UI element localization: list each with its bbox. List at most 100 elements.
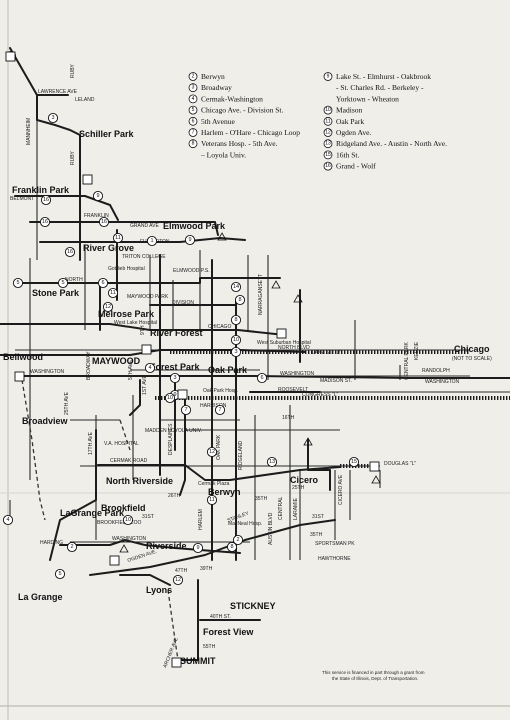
- terminal-markers: [119, 232, 381, 553]
- place-elmwood-sc: ELMWOOD P.S.: [173, 268, 210, 274]
- legend-route-name: Grand - Wolf: [336, 162, 376, 171]
- town-labels: Schiller Park Franklin Park River Grove …: [3, 129, 490, 666]
- legend-route-badge: [188, 128, 198, 137]
- route-badge-circle: [54, 568, 66, 580]
- legend-route-badge: [188, 83, 198, 93]
- route-badge-number: 9: [196, 545, 199, 551]
- town-north-riverside: North Riverside: [106, 476, 173, 486]
- route-badge-number: 1: [150, 238, 153, 244]
- legend-route-name: – Loyola Univ.: [200, 150, 246, 159]
- route-number-badge: 16: [39, 216, 51, 228]
- route-badge-number: 3: [51, 115, 54, 121]
- street-hawthorne: HAWTHORNE: [318, 556, 351, 562]
- route-number-badge: 5: [54, 568, 66, 580]
- route-badge-number: 5: [16, 280, 19, 286]
- legend-route-name: Broadway: [201, 83, 232, 92]
- town-maywood: MAYWOOD: [92, 356, 141, 366]
- town-river-forest: River Forest: [150, 328, 203, 338]
- town-cicero: Cicero: [290, 475, 319, 485]
- street-39th: 39TH: [200, 566, 213, 572]
- route-badge-circle: [122, 514, 134, 526]
- town-schiller-park: Schiller Park: [79, 129, 135, 139]
- route-badge-circle: [184, 234, 196, 246]
- route-number-badge: 6: [256, 372, 268, 384]
- route-badge-circle: [169, 372, 181, 384]
- legend-route-number: 12: [325, 130, 331, 136]
- town-broadview: Broadview: [22, 416, 69, 426]
- legend-route-number: 10: [325, 107, 331, 113]
- route-badge-circle: [40, 194, 52, 206]
- route-number-badge: 10: [164, 392, 176, 404]
- terminal-box: [109, 555, 120, 566]
- route-badge-number: 7: [184, 407, 187, 413]
- place-loyola: MADDEN LOYOLA UNIV.: [145, 428, 202, 434]
- street-31st: 31ST: [142, 514, 154, 520]
- place-macneal: MacNeal Hosp.: [228, 521, 262, 527]
- terminal-box: [14, 371, 25, 382]
- legend-route-number: 5: [192, 107, 195, 113]
- street-ogden: OGDEN AVE.: [127, 549, 158, 564]
- town-riverside: Riverside: [146, 541, 187, 551]
- route-number-badge: 6: [97, 277, 109, 289]
- route-badge-circle: [348, 456, 360, 468]
- route-number-badge: 16: [64, 246, 76, 258]
- town-bellwood: Bellwood: [3, 352, 43, 362]
- street-congress-l: CONGRESS "L": [302, 392, 339, 398]
- route-number-badge: 11: [112, 232, 124, 244]
- route-number-badge: 15: [348, 456, 360, 468]
- place-maywood-park: MAYWOOD PARK: [127, 294, 169, 300]
- street-sportsman: SPORTSMAN PK: [315, 541, 355, 547]
- route-number-badge: 12: [102, 301, 114, 313]
- terminal-triangle: [371, 475, 381, 484]
- route-badge-number: 14: [233, 284, 239, 290]
- legend-route-badge: [188, 72, 198, 81]
- town-franklin-park: Franklin Park: [12, 185, 70, 195]
- place-gottlieb-hospital: Gottlieb Hospital: [108, 266, 145, 272]
- route-badge-circle: [226, 541, 238, 553]
- terminal-triangle: [271, 280, 281, 289]
- town-stone-park: Stone Park: [32, 288, 80, 298]
- street-25th-ave: 25TH AVE: [64, 391, 70, 415]
- street-31st-2: 31ST: [312, 514, 324, 520]
- route-number-badge: 10: [122, 514, 134, 526]
- route-badge-circle: [39, 216, 51, 228]
- street-17th-ave: 17TH AVE: [88, 431, 94, 455]
- route-badge-number: 5: [58, 571, 61, 577]
- street-lake-st-l: LAKE ST. "L": [312, 350, 341, 356]
- route-badge-circle: [98, 216, 110, 228]
- route-number-badge: 11: [107, 287, 119, 299]
- route-badge-number: 8: [238, 297, 241, 303]
- route-number-badge: 7: [214, 404, 226, 416]
- route-badge-circle: [230, 281, 242, 293]
- town-elmwood-park: Elmwood Park: [163, 221, 226, 231]
- legend-route-name: Madison: [336, 106, 363, 115]
- town-lyons: Lyons: [146, 585, 172, 595]
- footnote-line-1: This service is financed in part through…: [322, 670, 425, 675]
- route-badge-number: 10: [125, 517, 131, 523]
- route-badge-circle: [102, 301, 114, 313]
- street-55th: 55TH: [203, 644, 216, 650]
- route-number-badge: 4: [144, 362, 156, 374]
- route-number-badge: 11: [206, 494, 218, 506]
- legend-route-name: Oak Park: [336, 117, 364, 126]
- street-harlem: HARLEM: [198, 509, 204, 530]
- street-40th: 40TH ST.: [210, 614, 231, 620]
- town-stickney: STICKNEY: [230, 601, 276, 611]
- street-central-park: CENTRAL PARK: [404, 342, 410, 380]
- street-north: NORTH: [65, 277, 83, 283]
- route-number-badge: 12: [172, 574, 184, 586]
- route-badge-circle: [112, 232, 124, 244]
- legend-route-number: 3: [192, 85, 195, 91]
- route-badge-circle: [230, 314, 242, 326]
- street-mannheim: MANNHEIM: [26, 118, 32, 145]
- legend-route-name: 5th Avenue: [201, 117, 235, 126]
- street-cicero-ave: CICERO AVE: [338, 474, 344, 505]
- route-number-badge: 16: [98, 216, 110, 228]
- town-brookfield: Brookfield: [101, 503, 146, 513]
- place-labels: TRITON COLLEGE Gottlieb Hospital West La…: [97, 254, 492, 527]
- route-number-badge: 5: [12, 277, 24, 289]
- terminal-box: [276, 328, 287, 339]
- route-badge-number: 13: [269, 459, 275, 465]
